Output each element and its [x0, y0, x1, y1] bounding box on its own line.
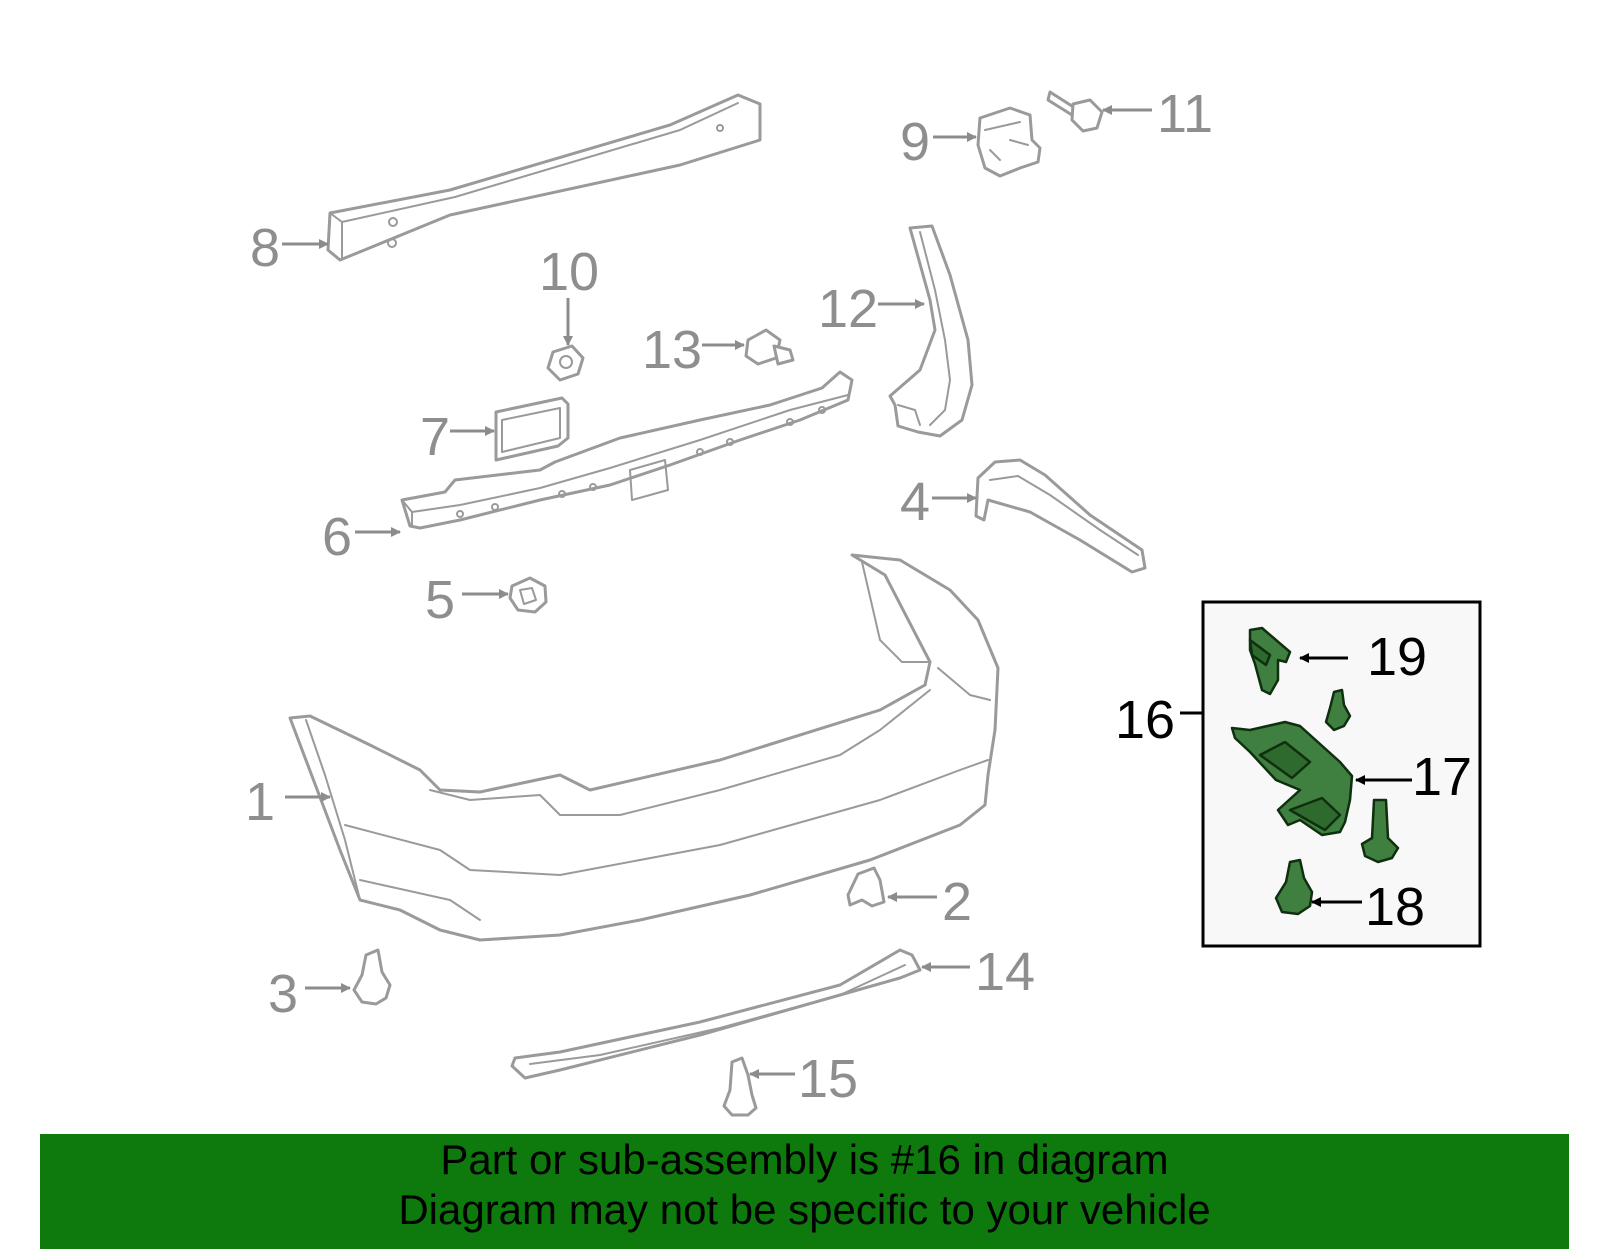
part-11-bolt [1046, 90, 1104, 133]
banner-line-1: Part or sub-assembly is #16 in diagram [440, 1136, 1169, 1183]
callout-15: 15 [798, 1049, 858, 1109]
part-16-inset-box [1180, 600, 1482, 948]
part-12-side-bracket [888, 224, 974, 438]
part-19-bracket-highlight [1248, 626, 1292, 696]
callout-17: 17 [1412, 747, 1472, 807]
callout-10: 10 [539, 242, 599, 302]
part-9-bracket [976, 106, 1042, 178]
callout-14: 14 [975, 942, 1035, 1002]
callout-2: 2 [942, 872, 972, 932]
part-14-lower-trim [510, 948, 922, 1080]
callout-6: 6 [322, 507, 352, 567]
part-13-push-clip [744, 328, 795, 366]
callout-16: 16 [1115, 690, 1175, 750]
part-3-fastener [352, 948, 392, 1006]
callout-5: 5 [425, 570, 455, 630]
part-7-bracket-plate [494, 396, 570, 462]
info-banner: Part or sub-assembly is #16 in diagram D… [40, 1134, 1569, 1249]
part-15-push-pin [722, 1056, 758, 1117]
part-1-bumper-cover [288, 553, 1000, 942]
callout-12: 12 [818, 279, 878, 339]
callout-7: 7 [420, 407, 450, 467]
callout-19: 19 [1367, 627, 1427, 687]
callout-13: 13 [642, 320, 702, 380]
part-18-bolt-highlight [1360, 798, 1400, 864]
callout-4: 4 [900, 472, 930, 532]
callout-8: 8 [250, 218, 280, 278]
part-18-fastener-lower-highlight [1274, 858, 1314, 916]
callout-11: 11 [1157, 84, 1213, 144]
part-10-clip [546, 344, 585, 382]
part-8-reinforcement-bar [326, 93, 762, 262]
banner-line-2: Diagram may not be specific to your vehi… [398, 1186, 1211, 1233]
callout-18: 18 [1365, 877, 1425, 937]
callout-1: 1 [245, 772, 275, 832]
part-2-retainer [846, 866, 886, 908]
part-6-energy-absorber [400, 370, 854, 530]
callout-3: 3 [268, 964, 298, 1024]
part-17-bracket-highlight [1230, 720, 1354, 837]
part-18-fastener-upper-highlight [1324, 688, 1352, 732]
part-4-side-retainer [974, 458, 1147, 574]
part-5-clip [508, 576, 548, 614]
callout-9: 9 [900, 112, 930, 172]
